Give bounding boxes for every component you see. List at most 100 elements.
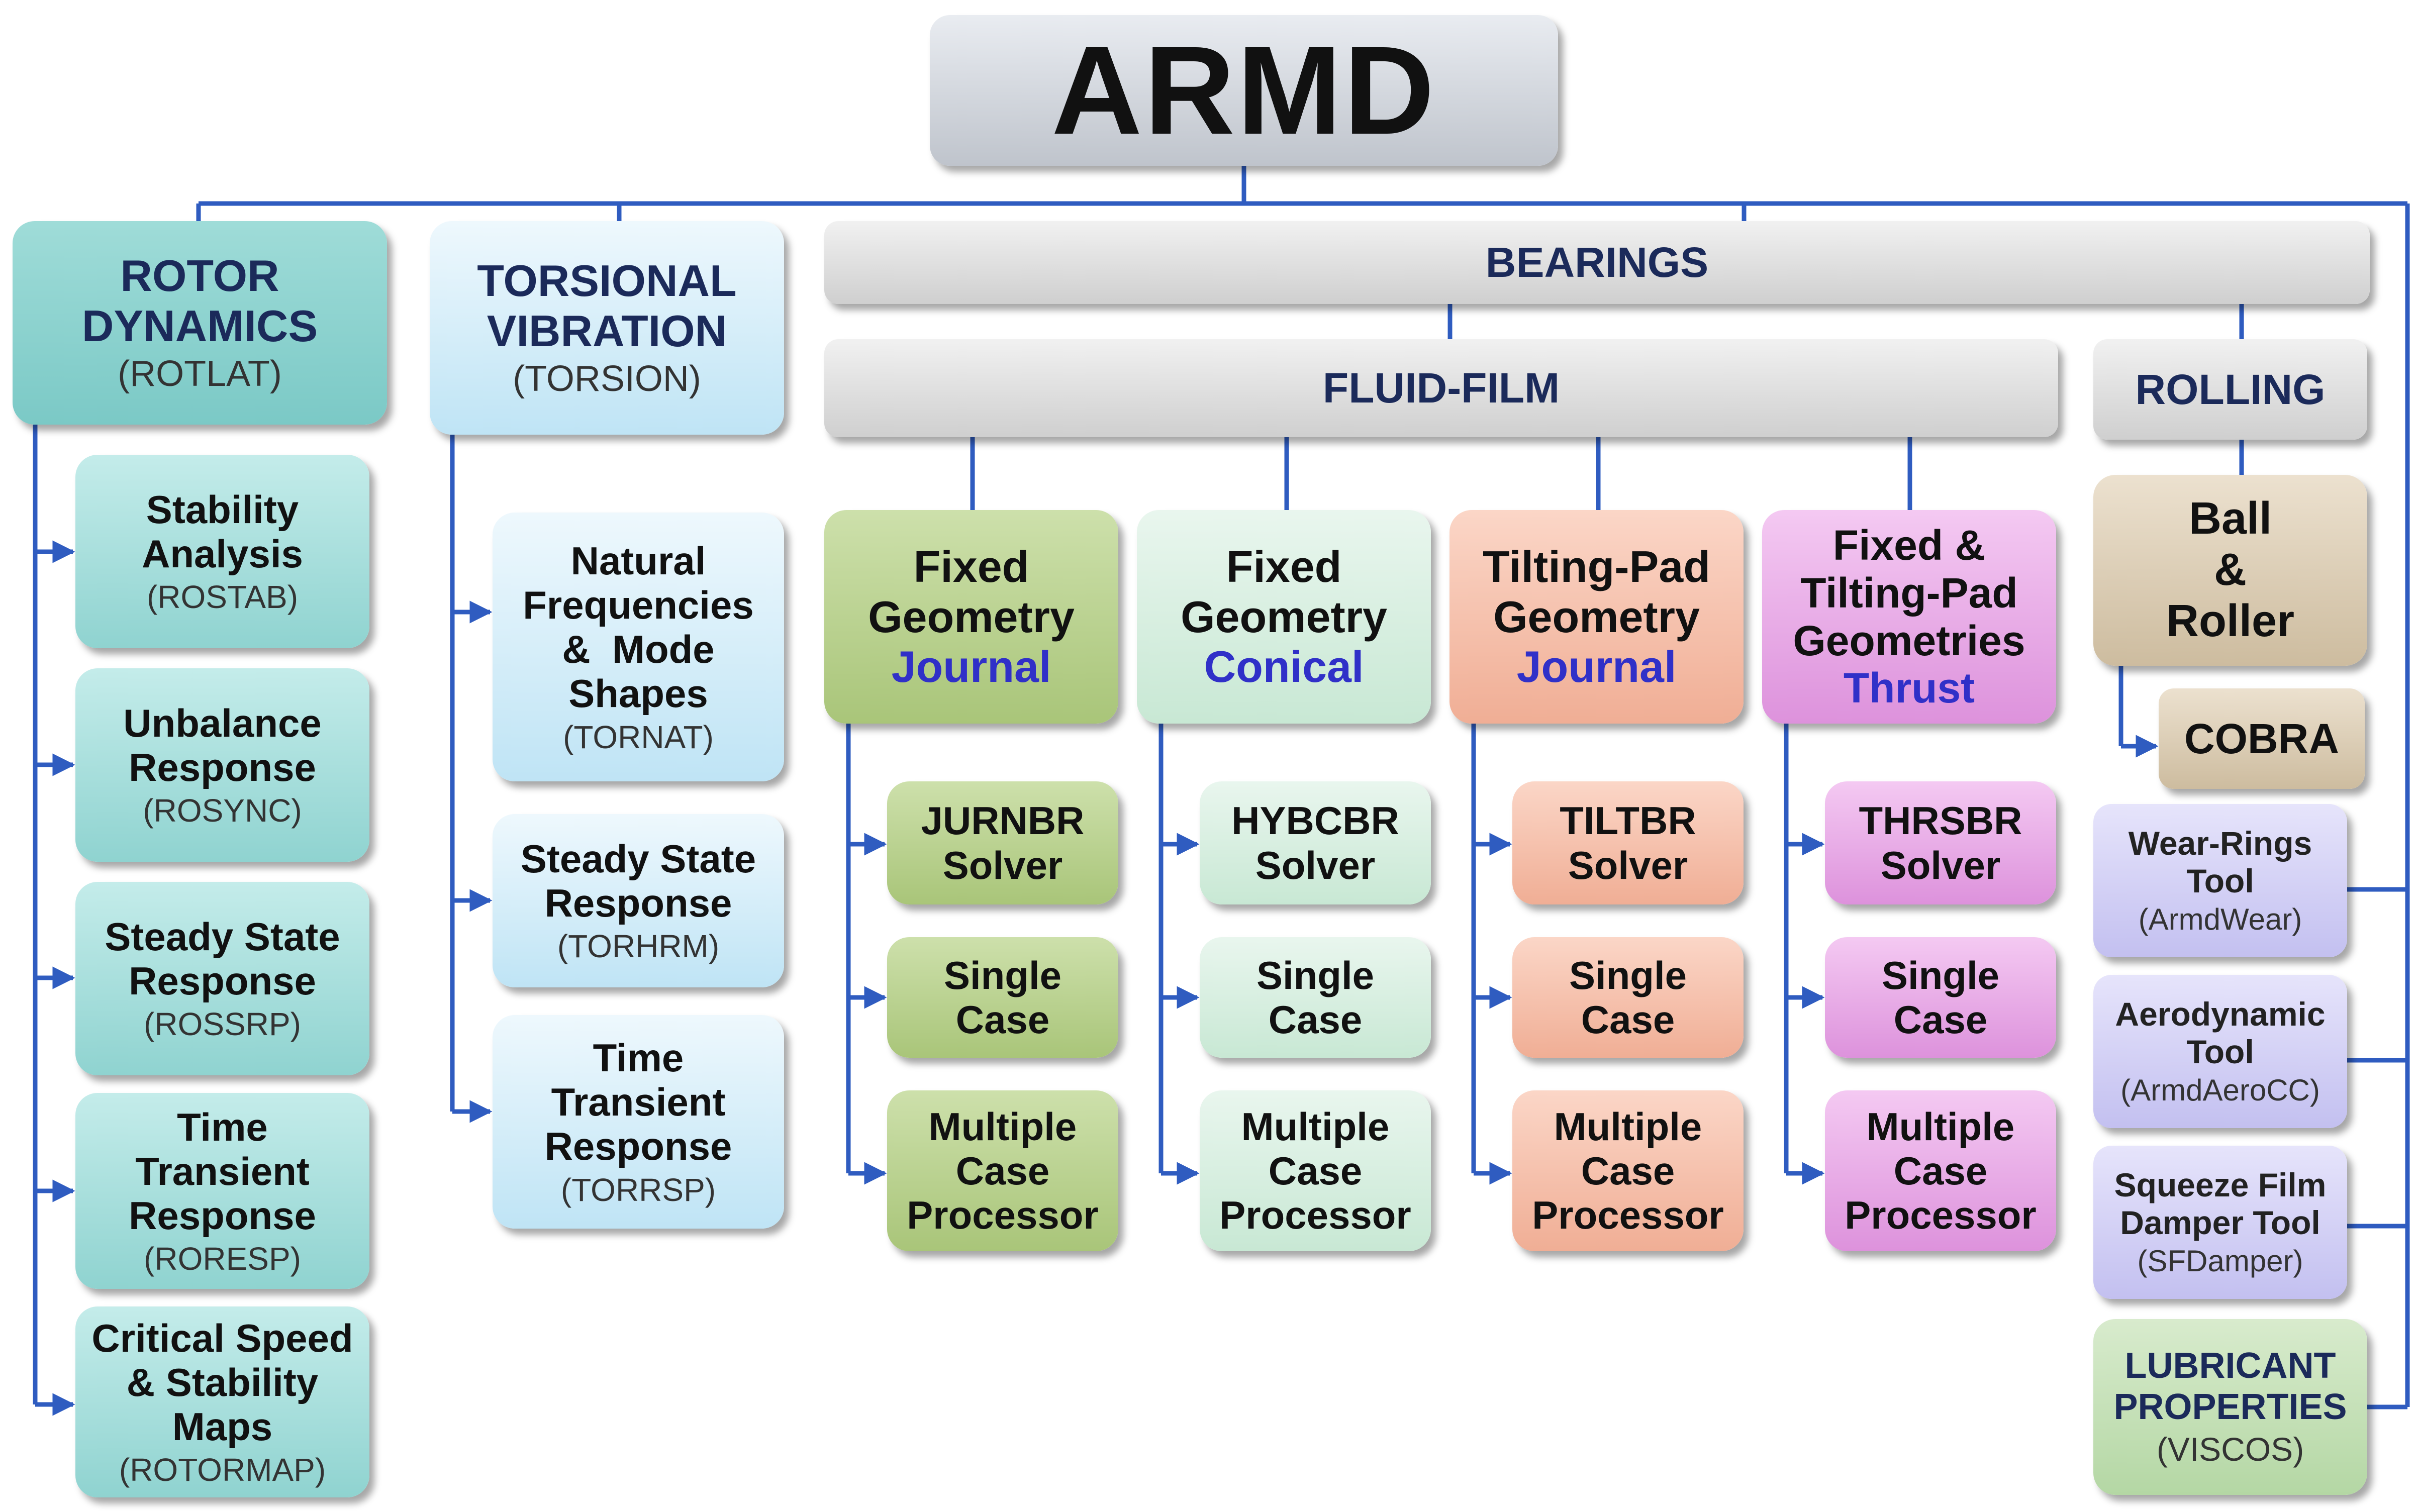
cobra-box[interactable]: COBRA xyxy=(2159,688,2365,789)
item-line: Maps xyxy=(172,1404,273,1449)
rotor-title-2: DYNAMICS xyxy=(81,300,318,351)
single-line: Single xyxy=(1256,953,1375,997)
solver-hybcbr[interactable]: HYBCBR Solver xyxy=(1200,781,1431,904)
solver-label: Solver xyxy=(942,843,1063,887)
multiple-case-thrust[interactable]: Multiple Case Processor xyxy=(1825,1090,2056,1251)
item-code: (RORESP) xyxy=(144,1241,301,1277)
item-code: (TORHRM) xyxy=(557,928,720,965)
item-line: & Stability xyxy=(126,1360,319,1404)
group-line: Tilting-Pad xyxy=(1800,569,2018,617)
solver-label: Solver xyxy=(1255,843,1376,887)
fluid-film-header[interactable]: FLUID-FILM xyxy=(824,339,2058,437)
rotor-item-stability[interactable]: Stability Analysis (ROSTAB) xyxy=(75,455,369,648)
lubricant-properties[interactable]: LUBRICANT PROPERTIES (VISCOS) xyxy=(2093,1319,2367,1495)
rotor-item-time-transient[interactable]: Time Transient Response (RORESP) xyxy=(75,1093,369,1289)
multiple-case-conical[interactable]: Multiple Case Processor xyxy=(1200,1090,1431,1251)
group-accent: Journal xyxy=(1516,642,1677,692)
multi-line: Case xyxy=(1581,1148,1675,1193)
solver-tiltbr[interactable]: TILTBR Solver xyxy=(1512,781,1744,904)
group-thrust[interactable]: Fixed & Tilting-Pad Geometries Thrust xyxy=(1762,510,2056,724)
armd-title-box: ARMD xyxy=(930,15,1558,166)
tool-code: (SFDamper) xyxy=(2137,1244,2303,1278)
rotor-title-1: ROTOR xyxy=(120,251,279,301)
tool-line: Wear-Rings xyxy=(2128,825,2312,862)
single-case-thrust[interactable]: Single Case xyxy=(1825,937,2056,1058)
rotor-item-critical-speed[interactable]: Critical Speed & Stability Maps (ROTORMA… xyxy=(75,1306,369,1497)
solver-label: Solver xyxy=(1568,843,1688,887)
single-case-journal[interactable]: Single Case xyxy=(887,937,1118,1058)
single-line: Single xyxy=(943,953,1062,997)
tool-wear-rings[interactable]: Wear-Rings Tool (ArmdWear) xyxy=(2093,804,2347,957)
ball-line: Roller xyxy=(2166,595,2295,646)
torsional-vibration-header[interactable]: TORSIONAL VIBRATION (TORSION) xyxy=(430,221,784,435)
item-line: Time xyxy=(593,1036,684,1080)
solver-name: HYBCBR xyxy=(1231,798,1399,843)
multi-line: Multiple xyxy=(1554,1104,1702,1149)
tool-aerodynamic[interactable]: Aerodynamic Tool (ArmdAeroCC) xyxy=(2093,975,2347,1128)
tool-line: Damper Tool xyxy=(2120,1203,2321,1241)
lube-line: LUBRICANT xyxy=(2124,1346,2336,1386)
tool-code: (ArmdWear) xyxy=(2138,902,2302,937)
single-line: Single xyxy=(1569,953,1687,997)
item-line: Shapes xyxy=(568,671,708,716)
item-line: Response xyxy=(129,1193,316,1238)
group-line: Fixed xyxy=(1226,542,1342,592)
rotor-item-unbalance[interactable]: Unbalance Response (ROSYNC) xyxy=(75,668,369,862)
group-accent: Conical xyxy=(1204,642,1364,692)
single-line: Case xyxy=(955,997,1050,1042)
item-line: Transient xyxy=(551,1080,726,1125)
fluid-film-label: FLUID-FILM xyxy=(1322,364,1560,412)
multi-line: Multiple xyxy=(1241,1104,1390,1149)
rotor-item-steady-state[interactable]: Steady State Response (ROSSRP) xyxy=(75,882,369,1075)
rotor-code: (ROTLAT) xyxy=(118,354,282,394)
item-line: Stability xyxy=(146,487,299,532)
group-tilting-journal[interactable]: Tilting-Pad Geometry Journal xyxy=(1449,510,1744,724)
item-code: (TORRSP) xyxy=(560,1171,716,1208)
item-line: Response xyxy=(129,745,316,790)
solver-name: TILTBR xyxy=(1560,798,1696,843)
torsion-title-2: VIBRATION xyxy=(487,306,727,356)
item-line: Unbalance xyxy=(123,701,322,746)
tool-code: (ArmdAeroCC) xyxy=(2120,1073,2320,1107)
group-line: Geometries xyxy=(1793,617,2025,664)
single-case-tilting[interactable]: Single Case xyxy=(1512,937,1744,1058)
group-line: Tilting-Pad xyxy=(1482,542,1711,592)
torsion-item-natural-freq[interactable]: Natural Frequencies & Mode Shapes (TORNA… xyxy=(493,513,784,781)
torsion-item-steady-state[interactable]: Steady State Response (TORHRM) xyxy=(493,814,784,987)
group-fixed-conical[interactable]: Fixed Geometry Conical xyxy=(1137,510,1431,724)
tool-squeeze-film[interactable]: Squeeze Film Damper Tool (SFDamper) xyxy=(2093,1146,2347,1299)
multi-line: Processor xyxy=(1532,1193,1724,1238)
single-line: Case xyxy=(1268,997,1363,1042)
multi-line: Multiple xyxy=(1866,1104,2015,1149)
item-line: Natural xyxy=(570,539,706,583)
group-line: Geometry xyxy=(1181,591,1387,642)
solver-thrsbr[interactable]: THRSBR Solver xyxy=(1825,781,2056,904)
multi-line: Case xyxy=(1268,1148,1363,1193)
item-code: (ROSYNC) xyxy=(143,792,302,829)
single-line: Case xyxy=(1893,997,1988,1042)
torsion-code: (TORSION) xyxy=(513,359,701,399)
ball-line: Ball xyxy=(2188,493,2272,544)
rolling-label: ROLLING xyxy=(2135,365,2326,413)
tool-line: Squeeze Film xyxy=(2114,1166,2327,1204)
solver-jurnbr[interactable]: JURNBR Solver xyxy=(887,781,1118,904)
ball-roller[interactable]: Ball & Roller xyxy=(2093,475,2367,666)
torsion-item-time-transient[interactable]: Time Transient Response (TORRSP) xyxy=(493,1015,784,1229)
rolling-header[interactable]: ROLLING xyxy=(2093,339,2367,440)
group-fixed-journal[interactable]: Fixed Geometry Journal xyxy=(824,510,1118,724)
bearings-header[interactable]: BEARINGS xyxy=(824,221,2370,304)
multi-line: Processor xyxy=(907,1193,1099,1238)
item-code: (ROSSRP) xyxy=(144,1006,301,1043)
solver-label: Solver xyxy=(1880,843,2001,887)
multiple-case-tilting[interactable]: Multiple Case Processor xyxy=(1512,1090,1744,1251)
single-case-conical[interactable]: Single Case xyxy=(1200,937,1431,1058)
multiple-case-journal[interactable]: Multiple Case Processor xyxy=(887,1090,1118,1251)
rotor-dynamics-header[interactable]: ROTOR DYNAMICS (ROTLAT) xyxy=(13,221,387,425)
tool-line: Aerodynamic xyxy=(2115,995,2326,1033)
item-line: Time xyxy=(177,1104,268,1149)
group-line: Fixed xyxy=(913,542,1029,592)
item-code: (ROTORMAP) xyxy=(119,1452,326,1488)
item-line: Frequencies xyxy=(523,583,754,628)
lube-code: (VISCOS) xyxy=(2156,1431,2304,1468)
